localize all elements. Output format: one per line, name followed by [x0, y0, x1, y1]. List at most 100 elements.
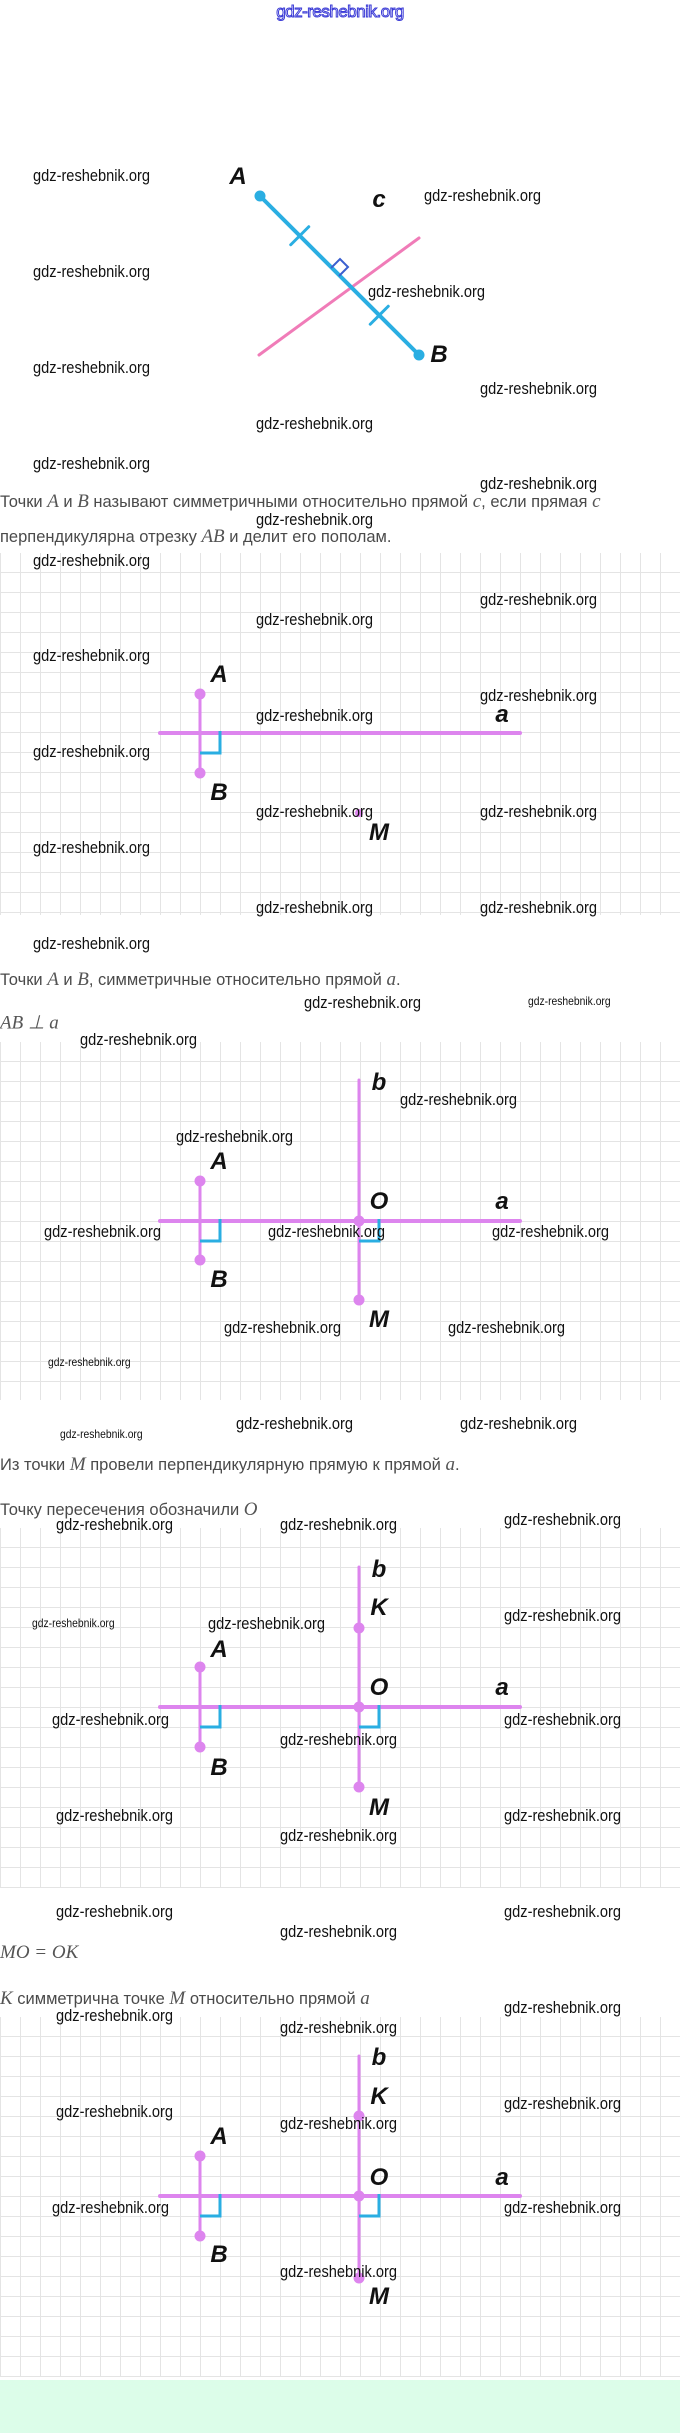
watermark: gdz-reshebnik.org [33, 551, 151, 570]
watermark: gdz-reshebnik.org [504, 2094, 622, 2113]
equal-tick-mark [289, 225, 311, 247]
point-label-M: M [369, 2283, 389, 2310]
paragraph-text: и [58, 971, 78, 989]
watermark: gdz-reshebnik.org [504, 1606, 622, 1625]
watermark: gdz-reshebnik.org [33, 454, 151, 473]
watermark: gdz-reshebnik.org [236, 1414, 354, 1433]
watermark: gdz-reshebnik.org [280, 1730, 398, 1749]
point-m [353, 1294, 365, 1306]
watermark: gdz-reshebnik.org [176, 1127, 294, 1146]
paragraph-text: и делит его пополам. [224, 528, 392, 546]
watermark: gdz-reshebnik.org [33, 646, 151, 665]
watermark: gdz-reshebnik.org [504, 1998, 622, 2017]
point-label-O: O [369, 2164, 389, 2191]
math-expression: AB [201, 526, 225, 547]
math-expression: O [243, 1499, 258, 1520]
paragraph: Точки A и B называют симметричными относ… [0, 491, 601, 513]
paragraph-text: Точки [0, 493, 48, 511]
paragraph: Из точки M провели перпендикулярную прям… [0, 1454, 460, 1476]
point-label-b: b [371, 2044, 387, 2071]
point-label-a: a [495, 2164, 509, 2191]
point-label-b: b [371, 1069, 387, 1096]
point-label-M: M [369, 1794, 389, 1821]
watermark: gdz-reshebnik.org [52, 1710, 170, 1729]
paragraph-text: симметрична точке [12, 1990, 170, 2008]
point-label-A: A [210, 1636, 228, 1663]
point-m [353, 1781, 365, 1793]
watermark: gdz-reshebnik.org [504, 1510, 622, 1529]
watermark: gdz-reshebnik.org [424, 186, 542, 205]
watermark: gdz-reshebnik.org [33, 358, 151, 377]
paragraph: MO = OK [0, 1942, 78, 1964]
right-angle-mark [359, 1705, 381, 1729]
watermark: gdz-reshebnik.org [480, 474, 598, 493]
paragraph-text: провели перпендикулярную прямую к прямой [85, 1456, 446, 1474]
point-label-a: a [495, 1674, 509, 1701]
point-o [353, 1215, 365, 1227]
watermark: gdz-reshebnik.org [33, 838, 151, 857]
paragraph-text: Точки [0, 971, 48, 989]
watermark: gdz-reshebnik.org [528, 994, 611, 1008]
watermark: gdz-reshebnik.org [80, 1030, 198, 1049]
point-b [413, 349, 425, 361]
paragraph-text: , если прямая [481, 493, 593, 511]
watermark: gdz-reshebnik.org [256, 802, 374, 821]
watermark: gdz-reshebnik.org [52, 2198, 170, 2217]
watermark: gdz-reshebnik.org [504, 1902, 622, 1921]
math-expression: A [47, 969, 59, 990]
point-m [355, 809, 363, 817]
point-label-A: A [229, 163, 247, 190]
point-b [194, 1254, 206, 1266]
point-label-O: O [369, 1674, 389, 1701]
point-k [353, 1622, 365, 1634]
point-a [194, 1175, 206, 1187]
watermark: gdz-reshebnik.org [32, 1616, 115, 1630]
point-label-B: B [430, 341, 448, 368]
point-m [353, 2272, 365, 2284]
math-expression: M [69, 1454, 86, 1475]
math-expression: K [0, 1988, 13, 2009]
paragraph-text: . [395, 971, 401, 989]
watermark: gdz-reshebnik.org [280, 1922, 398, 1941]
paragraph: Точку пересечения обозначили O [0, 1499, 258, 1521]
point-o [353, 2190, 365, 2202]
paragraph-text: и [58, 493, 78, 511]
point-b [194, 2230, 206, 2242]
paragraph-text: . [454, 1456, 460, 1474]
paragraph: AB ⊥ a [0, 1012, 59, 1035]
watermark: gdz-reshebnik.org [504, 2198, 622, 2217]
watermark: gdz-reshebnik.org [304, 993, 422, 1012]
watermark: gdz-reshebnik.org [460, 1414, 578, 1433]
math-expression: c [472, 491, 482, 512]
math-expression: M [169, 1988, 186, 2009]
watermark: gdz-reshebnik.org [60, 1427, 143, 1441]
point-label-B: B [210, 2241, 228, 2268]
right-angle-mark [200, 2194, 222, 2218]
point-label-A: A [210, 1148, 228, 1175]
header-watermark[interactable]: gdz-reshebnik.org [276, 2, 405, 22]
paragraph-text: называют симметричными относительно прям… [88, 493, 473, 511]
point-a [194, 688, 206, 700]
watermark: gdz-reshebnik.org [280, 1515, 398, 1534]
watermark: gdz-reshebnik.org [480, 379, 598, 398]
point-label-M: M [369, 819, 389, 846]
watermark: gdz-reshebnik.org [504, 1806, 622, 1825]
math-expression: a [360, 1988, 370, 2009]
right-angle-mark [200, 1705, 222, 1729]
watermark: gdz-reshebnik.org [504, 1710, 622, 1729]
math-expression: B [77, 969, 89, 990]
paragraph: перпендикулярна отрезку AB и делит его п… [0, 526, 391, 548]
watermark: gdz-reshebnik.org [492, 1222, 610, 1241]
watermark: gdz-reshebnik.org [256, 898, 374, 917]
watermark: gdz-reshebnik.org [56, 1806, 174, 1825]
point-label-B: B [210, 1754, 228, 1781]
watermark: gdz-reshebnik.org [56, 2102, 174, 2121]
paragraph-text: перпендикулярна отрезку [0, 528, 202, 546]
right-angle-mark [359, 2194, 381, 2218]
point-b [194, 1741, 206, 1753]
paragraph-text: , симметричные относительно прямой [88, 971, 387, 989]
right-angle-mark [200, 1219, 222, 1243]
footer-band [0, 2380, 680, 2433]
line-c [257, 236, 421, 357]
